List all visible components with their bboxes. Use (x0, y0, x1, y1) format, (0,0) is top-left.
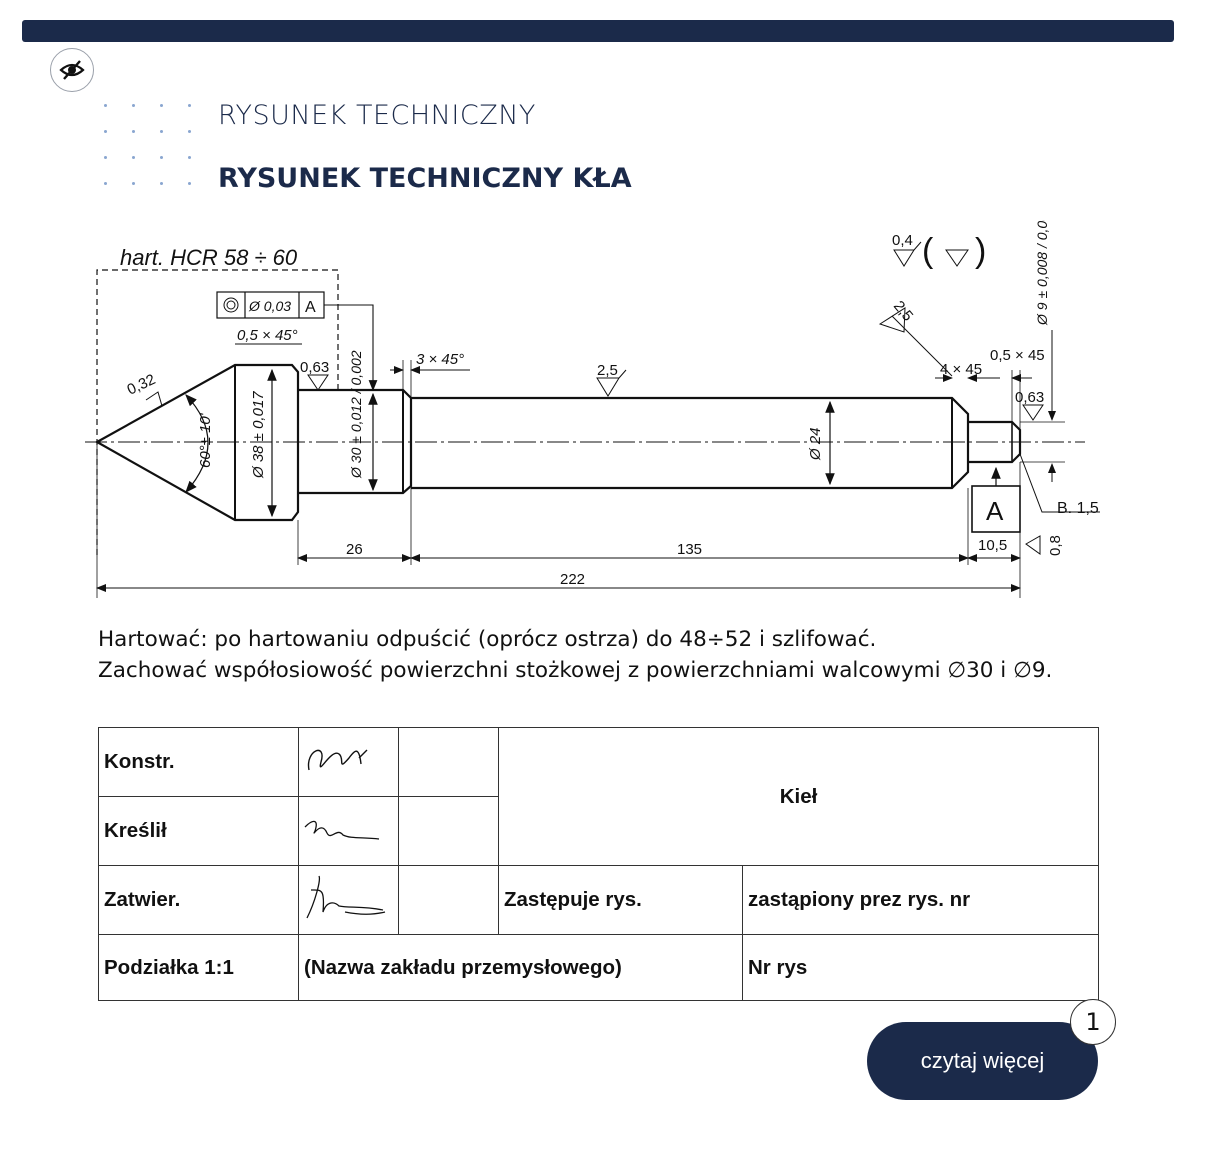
konstr-date (398, 727, 499, 797)
kreslil-date (398, 796, 499, 866)
roughness-shoulder-label: 0,63 (300, 359, 329, 376)
svg-text:): ) (975, 232, 986, 270)
chamfer-3x45-label: 3 × 45° (416, 351, 464, 368)
part-name: Kieł (497, 727, 1100, 866)
roughness-shaft-label: 2,5 (597, 362, 618, 379)
svg-text:(: ( (922, 232, 934, 270)
note-line-2: Zachować współosiowość powierzchni stożk… (98, 658, 1053, 683)
page-title: RYSUNEK TECHNICZNY KŁA (218, 163, 632, 194)
roughness-08-label: 0,8 (1047, 535, 1064, 556)
zaklad-label: (Nazwa zakładu przemysłowego) (298, 934, 743, 1001)
zatwier-date (398, 865, 499, 935)
chamfer-05x45-label: 0,5 × 45 (990, 347, 1045, 364)
dia-24-label: Ø 24 (807, 427, 824, 461)
datum-box (971, 485, 1021, 533)
drawing-notes: Hartować: po hartowaniu odpuścić (oprócz… (98, 624, 1052, 686)
dim-135: 135 (677, 541, 702, 558)
note-line-1: Hartować: po hartowaniu odpuścić (oprócz… (98, 627, 877, 652)
dim-10-5: 10,5 (978, 537, 1007, 554)
konstr-signature (298, 727, 399, 797)
zastapiony-label: zastąpiony prez rys. nr (741, 865, 1100, 935)
hardness-zone (96, 269, 339, 555)
read-more-button[interactable]: czytaj więcej (867, 1022, 1098, 1100)
title-block: Konstr. Kieł Kreślił Zatwier. Zastępuje … (98, 727, 1100, 1001)
accessibility-toggle-button[interactable] (50, 48, 94, 92)
roughness-cone-label: 0,32 (125, 371, 159, 399)
hardness-label: hart. HCR 58 ÷ 60 (120, 245, 298, 270)
dim-26: 26 (346, 541, 363, 558)
podzialka-label: Podziałka 1:1 (98, 934, 299, 1001)
notification-badge: 1 (1070, 999, 1116, 1045)
top-bar (22, 20, 1174, 42)
roughness-end-label: 0,63 (1015, 389, 1044, 406)
tolerance-datum: A (305, 299, 316, 316)
dia-9-label: Ø 9 ± 0,008 / 0,002 (1034, 220, 1050, 326)
datum-label: A (986, 496, 1004, 526)
roughness-25-label: 2,5 (890, 298, 916, 325)
eye-slash-icon (59, 60, 85, 80)
roughness-general-label: 0,4 (892, 232, 913, 249)
chamfer-4x45-label: 4 × 45 (940, 361, 982, 378)
dim-222: 222 (560, 571, 585, 588)
nr-rys-label: Nr rys (741, 934, 1100, 1001)
kreslil-signature (298, 796, 399, 866)
zatwier-signature (298, 865, 399, 935)
kreslil-label: Kreślił (98, 796, 299, 866)
zastepuje-label: Zastępuje rys. (498, 865, 743, 935)
category-heading: RYSUNEK TECHNICZNY (218, 100, 536, 131)
dia-38-label: Ø 38 ± 0,017 (250, 391, 267, 479)
chamfer-left-label: 0,5 × 45° (237, 327, 298, 344)
radius-label: B. 1,5 (1057, 500, 1099, 517)
zatwier-label: Zatwier. (98, 865, 299, 935)
part-outline (94, 363, 300, 522)
technical-drawing: hart. HCR 58 ÷ 60 60°± 10' Ø 38 ± 0,017 … (85, 220, 1100, 598)
dia-30-label: Ø 30 ± 0,012 / 0,002 (348, 350, 364, 479)
tolerance-value: Ø 0,03 (248, 298, 291, 314)
angle-label: 60°± 10' (197, 412, 214, 468)
konstr-label: Konstr. (98, 727, 299, 797)
